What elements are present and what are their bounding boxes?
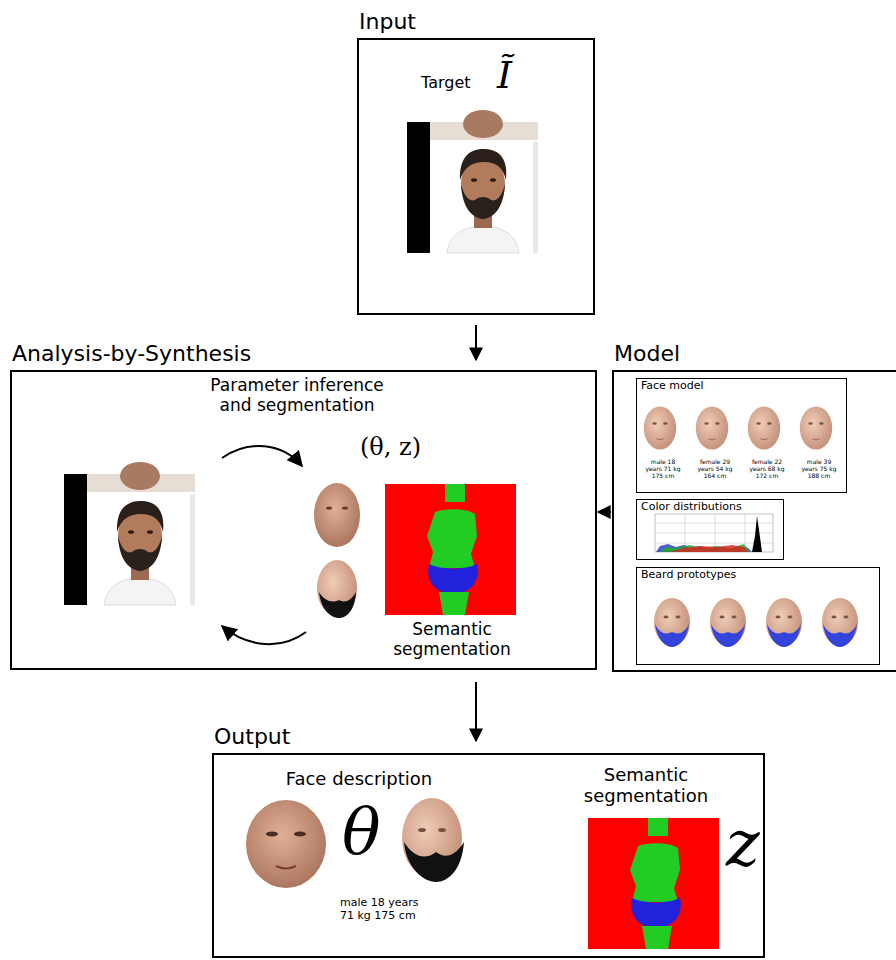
step-label: Parameter inference and segmentation xyxy=(192,376,402,415)
face-attributes: male 39 years 75 kg 188 cm xyxy=(801,459,837,480)
box-heading: Color distributions xyxy=(641,501,742,514)
box-heading: Beard prototypes xyxy=(641,569,736,582)
output-label: Semantic segmentation xyxy=(566,765,726,806)
inner-panel: Beard prototypes xyxy=(636,567,880,665)
section-heading: Output xyxy=(214,724,290,749)
flow-arrow xyxy=(475,682,477,741)
image-symbol: Ĩ xyxy=(497,54,512,98)
section-box: OutputFace descriptionθmale 18 years 71 … xyxy=(212,753,765,958)
section-heading: Analysis-by-Synthesis xyxy=(12,341,251,366)
inner-panel: Face model male 18 years 71 kg 175 cm fema… xyxy=(636,378,847,493)
section-heading: Model xyxy=(614,341,680,366)
box-heading: Face model xyxy=(641,380,704,393)
face-attributes: male 18 years 71 kg 175 cm xyxy=(645,459,681,480)
face-attributes: female 22 years 68 kg 172 cm xyxy=(749,459,785,480)
target-label: Target xyxy=(421,74,471,92)
segmentation-label: Semantic segmentation xyxy=(382,620,522,659)
section-heading: Input xyxy=(359,9,416,34)
output-label: Face description xyxy=(264,769,454,790)
face-attributes: female 29 years 54 kg 164 cm xyxy=(697,459,733,480)
section-box: ModelFace modelmale 18 years 71 kg 175 c… xyxy=(612,370,896,672)
section-box: Analysis-by-SynthesisParameter inference… xyxy=(10,370,597,670)
segmentation-symbol: z xyxy=(726,807,760,881)
parameter-symbol: θ xyxy=(342,795,381,869)
flow-arrow xyxy=(475,325,477,360)
section-box: InputTargetĨ xyxy=(357,38,595,315)
parameter-symbol: (θ, z) xyxy=(360,434,421,462)
face-attributes: male 18 years 71 kg 175 cm xyxy=(340,897,428,922)
flow-arrow xyxy=(598,511,611,513)
inner-panel: Color distributions xyxy=(636,499,784,560)
